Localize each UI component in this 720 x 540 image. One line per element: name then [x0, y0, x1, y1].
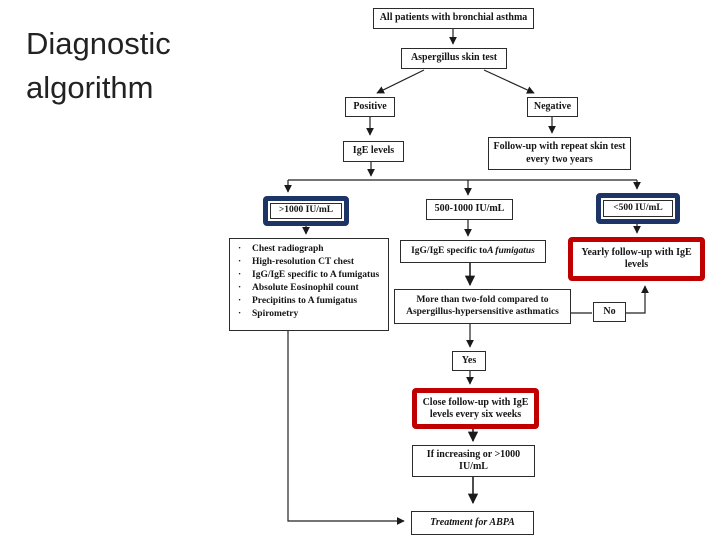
node-yearly-followup-label: Yearly follow-up with IgE levels [575, 244, 698, 274]
node-lt500-iu-label: <500 IU/mL [603, 200, 673, 217]
node-500-1000-iu: 500-1000 IU/mL [426, 199, 513, 220]
workup-item: Chest radiograph [236, 243, 379, 256]
node-if-increasing: If increasing or >1000 IU/mL [412, 445, 535, 477]
node-gt1000-iu-label: >1000 IU/mL [270, 203, 342, 219]
node-lt500-iu: <500 IU/mL [596, 193, 680, 224]
node-yes: Yes [452, 351, 486, 371]
node-yearly-followup: Yearly follow-up with IgE levels [568, 237, 705, 281]
node-two-fold-comparison: More than two-fold compared to Aspergill… [394, 289, 571, 324]
node-aspergillus-skin-test: Aspergillus skin test [401, 48, 507, 69]
workup-item: Absolute Eosinophil count [236, 282, 379, 295]
node-gt1000-iu: >1000 IU/mL [263, 196, 349, 226]
node-positive: Positive [345, 97, 395, 117]
node-treatment-abpa: Treatment for ABPA [411, 511, 534, 535]
igg-ige-species-italic: A fumigatus [487, 245, 535, 256]
igg-ige-specific-text: IgG/IgE specific to [411, 245, 488, 256]
node-all-patients: All patients with bronchial asthma [373, 8, 534, 29]
page-title: Diagnostic algorithm [26, 26, 171, 106]
workup-list: Chest radiograph High-resolution CT ches… [236, 243, 379, 321]
workup-item: High-resolution CT chest [236, 256, 379, 269]
node-igg-ige-specific: IgG/IgE specific to A fumigatus [400, 240, 546, 263]
node-negative: Negative [527, 97, 578, 117]
connector-lines [284, 29, 649, 525]
node-followup-repeat-skin-test: Follow-up with repeat skin test every tw… [488, 137, 631, 170]
workup-item: Precipitins to A fumigatus [236, 295, 379, 308]
workup-item: IgG/IgE specific to A fumigatus [236, 269, 379, 282]
node-no: No [593, 302, 626, 322]
workup-item: Spirometry [236, 308, 379, 321]
node-workup-checklist: Chest radiograph High-resolution CT ches… [229, 238, 389, 331]
node-ige-levels: IgE levels [343, 141, 404, 162]
node-close-followup-label: Close follow-up with IgE levels every si… [419, 395, 532, 422]
node-close-followup: Close follow-up with IgE levels every si… [412, 388, 539, 429]
